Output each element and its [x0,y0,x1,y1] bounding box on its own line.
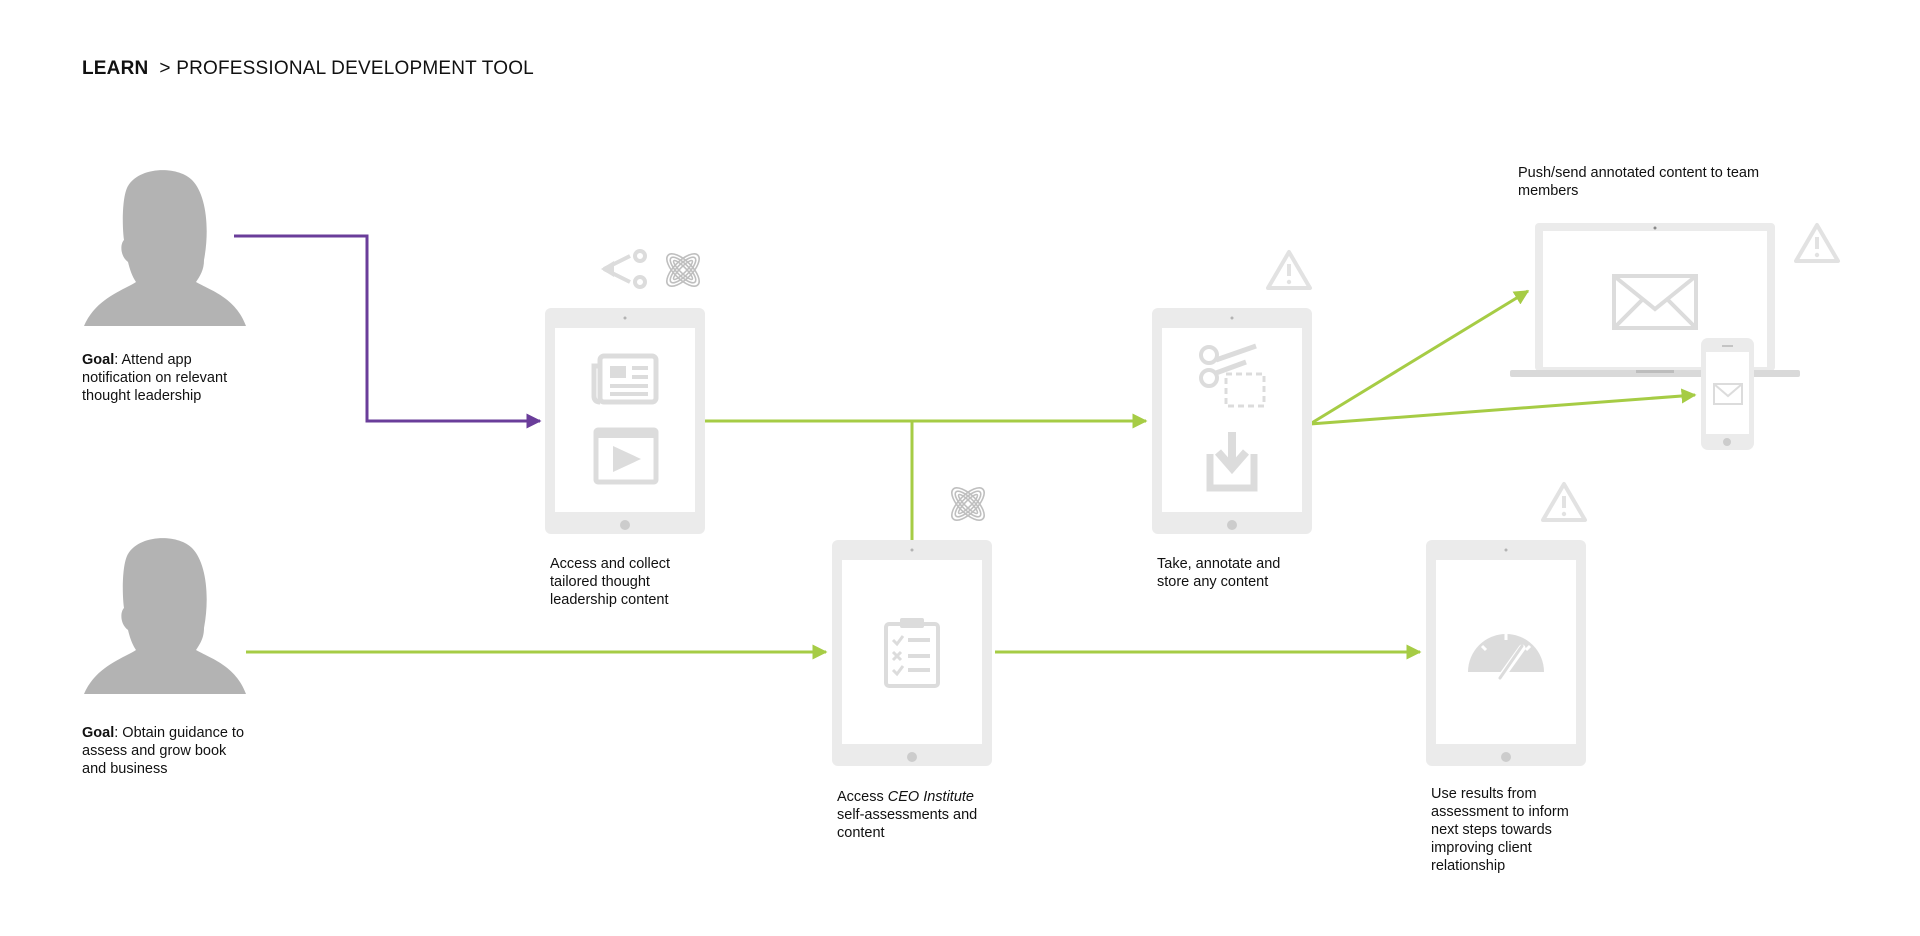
persona-1-goal: Goal: Attend app notification on relevan… [82,351,252,405]
goal-text: : Obtain guidance to assess and grow boo… [82,725,245,777]
warning-icon [1266,250,1312,290]
ceo-suffix: self-assessments and content [837,807,978,841]
newspaper-icon [591,353,659,405]
warning-icon [1794,223,1840,263]
section-label: LEARN [82,58,149,79]
persona-avatar-1 [84,170,246,326]
step-results-caption: Use results from assessment to inform ne… [1431,786,1569,874]
knot-logo-icon [666,253,700,287]
step-ceo-caption: Access CEO Institute self-assessments an… [837,788,997,842]
step-collect-caption: Access and collect tailored thought lead… [550,556,671,608]
step-annotate-caption: Take, annotate and store any content [1157,556,1281,590]
goal-text: : Attend app notification on relevant th… [82,352,228,404]
download-icon [1206,432,1258,492]
flow-arrow-annotate-to-phone [1309,388,1697,426]
mail-icon [1713,383,1743,405]
ceo-institute-name: CEO Institute [887,789,974,805]
tablet-collect-content [545,308,705,534]
page-title: LEARN > PROFESSIONAL DEVELOPMENT TOOL [82,58,534,80]
persona-2-goal: Goal: Obtain guidance to assess and grow… [82,724,252,778]
flow-arrow-persona1-to-collect [234,234,542,429]
tablet-annotate-store [1152,308,1312,534]
share-icon [601,249,647,289]
mail-icon [1612,274,1698,330]
knot-logo-icon [951,487,985,521]
scissors-icon [1199,343,1266,408]
phone-device [1701,338,1754,450]
ceo-prefix: Access [837,789,888,805]
laptop-device [1510,223,1800,377]
step-push-caption: Push/send annotated content to team memb… [1518,165,1760,199]
flow-arrow-annotate-to-laptop [1309,289,1530,426]
goal-label: Goal [82,352,115,368]
tablet-ceo-institute [832,540,992,766]
goal-label: Goal [82,725,115,741]
video-play-icon [593,427,659,485]
breadcrumb-path: > PROFESSIONAL DEVELOPMENT TOOL [159,58,534,79]
speedometer-icon [1468,634,1544,680]
tablet-assessment-results [1426,540,1586,766]
clipboard-checklist-icon [884,618,940,688]
warning-icon [1541,482,1587,522]
persona-avatar-2 [84,538,246,694]
